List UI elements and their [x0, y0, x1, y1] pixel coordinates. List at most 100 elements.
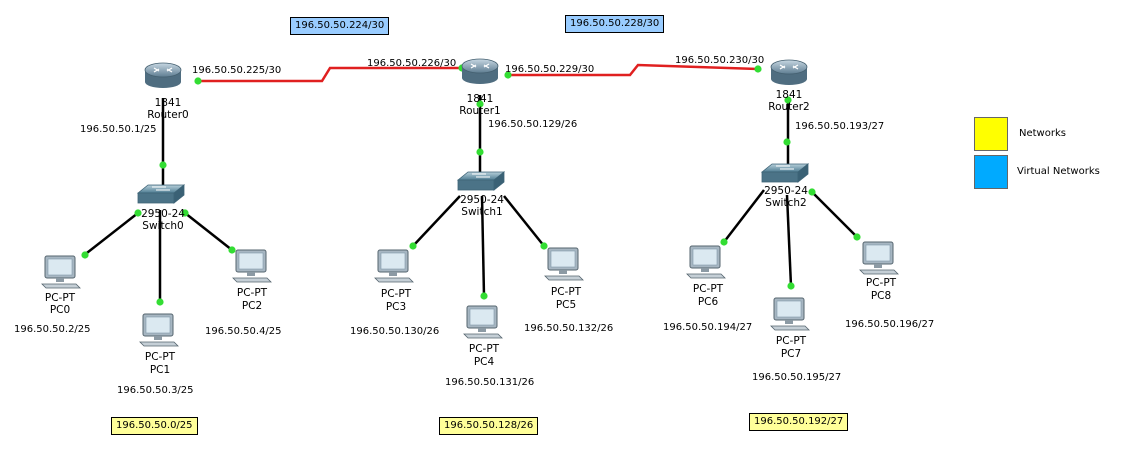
virtual-network-label[interactable]: 196.50.50.224/30	[290, 17, 390, 35]
switch-2[interactable]: 2950-24 Switch2	[761, 163, 809, 209]
pc-8[interactable]: PC-PT PC8 196.50.50.196/27	[845, 241, 934, 330]
interface-label: 196.50.50.193/27	[795, 121, 884, 132]
router-0[interactable]: 1841 Router0	[144, 62, 189, 121]
serial-link-r0-r1[interactable]	[198, 66, 462, 83]
router-name: Router0	[147, 109, 188, 121]
legend-virtual-networks-swatch	[974, 155, 1008, 189]
port-dot	[476, 148, 484, 156]
pc-type: PC-PT	[776, 335, 807, 347]
pc-type: PC-PT	[469, 343, 500, 355]
ethernet-link-sw2-pc8[interactable]	[811, 191, 858, 238]
serial-link-r1-r2[interactable]	[508, 63, 759, 77]
switch-icon	[457, 171, 505, 191]
pc-name: PC7	[781, 348, 801, 360]
ethernet-link-sw1-pc5[interactable]	[503, 195, 545, 247]
port-dot	[476, 100, 484, 108]
router-2[interactable]: 1841 Router2	[768, 59, 810, 113]
links-layer	[82, 63, 858, 302]
pc-name: PC8	[871, 290, 891, 302]
pc-4[interactable]: PC-PT PC4 196.50.50.131/26	[445, 305, 534, 388]
pc-type: PC-PT	[237, 287, 268, 299]
switch-model: 2950-24	[460, 194, 504, 206]
pc-5[interactable]: PC-PT PC5 196.50.50.132/26	[524, 247, 613, 334]
ethernet-link-sw0-pc2[interactable]	[184, 212, 233, 251]
pc-type: PC-PT	[381, 288, 412, 300]
router-name: Router1	[459, 105, 500, 117]
port-dot	[720, 238, 728, 246]
pc-3[interactable]: PC-PT PC3 196.50.50.130/26	[350, 249, 439, 337]
port-dot	[409, 242, 417, 250]
port-dot	[156, 298, 164, 306]
router-icon	[461, 58, 499, 85]
network-label[interactable]: 196.50.50.128/26	[439, 417, 539, 435]
interface-label: 196.50.50.226/30	[367, 58, 456, 69]
switch-name: Switch0	[142, 220, 183, 232]
port-dot	[228, 246, 236, 254]
network-label[interactable]: 196.50.50.0/25	[111, 417, 198, 435]
pc-name: PC2	[242, 300, 262, 312]
pc-6[interactable]: PC-PT PC6 196.50.50.194/27	[663, 245, 752, 333]
router-icon	[144, 62, 182, 89]
pc-ip: 196.50.50.3/25	[117, 385, 194, 396]
pc-0[interactable]: PC-PT PC0 196.50.50.2/25	[14, 255, 91, 335]
interface-label: 196.50.50.1/25	[80, 124, 157, 135]
pc-7[interactable]: PC-PT PC7 196.50.50.195/27	[752, 297, 841, 383]
ethernet-link-sw1-pc3[interactable]	[412, 195, 461, 247]
port-dot	[194, 77, 202, 85]
interface-label: 196.50.50.129/26	[488, 119, 577, 130]
pc-ip: 196.50.50.196/27	[845, 319, 934, 330]
router-model: 1841	[776, 89, 803, 101]
port-dot	[504, 71, 512, 79]
interface-label: 196.50.50.229/30	[505, 64, 594, 75]
pc-2[interactable]: PC-PT PC2 196.50.50.4/25	[205, 249, 282, 337]
router-1[interactable]: 1841 Router1	[459, 58, 501, 117]
pc-ip: 196.50.50.2/25	[14, 324, 91, 335]
pc-type: PC-PT	[866, 277, 897, 289]
pc-type: PC-PT	[551, 286, 582, 298]
virtual-network-label[interactable]: 196.50.50.228/30	[565, 15, 665, 33]
pc-1[interactable]: PC-PT PC1 196.50.50.3/25	[117, 313, 194, 396]
switch-icon	[137, 184, 185, 204]
switch-model: 2950-24	[141, 208, 185, 220]
pc-name: PC0	[50, 304, 70, 316]
network-label[interactable]: 196.50.50.192/27	[749, 413, 849, 431]
pc-ip: 196.50.50.195/27	[752, 372, 841, 383]
switch-model: 2950-24	[764, 185, 808, 197]
pc-type: PC-PT	[693, 283, 724, 295]
router-name: Router2	[768, 101, 809, 113]
pc-icon	[463, 305, 503, 339]
port-dot	[159, 161, 167, 169]
router-icon	[770, 59, 808, 86]
legend-networks-label: Networks	[1019, 128, 1066, 139]
router-model: 1841	[467, 93, 494, 105]
ethernet-link-sw2-pc7[interactable]	[785, 194, 793, 287]
ethernet-link-sw1-pc4[interactable]	[480, 195, 486, 297]
interface-label: 196.50.50.230/30	[675, 55, 764, 66]
ethernet-link-sw2-pc6[interactable]	[723, 189, 765, 243]
interface-label: 196.50.50.225/30	[192, 65, 281, 76]
switch-name: Switch1	[461, 206, 502, 218]
pc-ip: 196.50.50.131/26	[445, 377, 534, 388]
pc-icon	[374, 249, 414, 283]
pc-ip: 196.50.50.132/26	[524, 323, 613, 334]
pc-type: PC-PT	[145, 351, 176, 363]
pc-ip: 196.50.50.194/27	[663, 322, 752, 333]
port-dot	[787, 282, 795, 290]
pc-ip: 196.50.50.4/25	[205, 326, 282, 337]
port-dot	[808, 188, 816, 196]
pc-icon	[770, 297, 810, 331]
port-dot	[784, 96, 792, 104]
port-indicators	[81, 64, 861, 306]
switch-1[interactable]: 2950-24 Switch1	[457, 171, 505, 218]
switch-0[interactable]: 2950-24 Switch0	[137, 184, 185, 232]
port-dot	[853, 233, 861, 241]
port-dot	[480, 292, 488, 300]
pc-name: PC5	[556, 299, 576, 311]
port-dot	[181, 209, 189, 217]
switch-icon	[761, 163, 809, 183]
pc-name: PC1	[150, 364, 170, 376]
ethernet-link-sw0-pc0[interactable]	[82, 212, 139, 257]
pc-name: PC3	[386, 301, 406, 313]
